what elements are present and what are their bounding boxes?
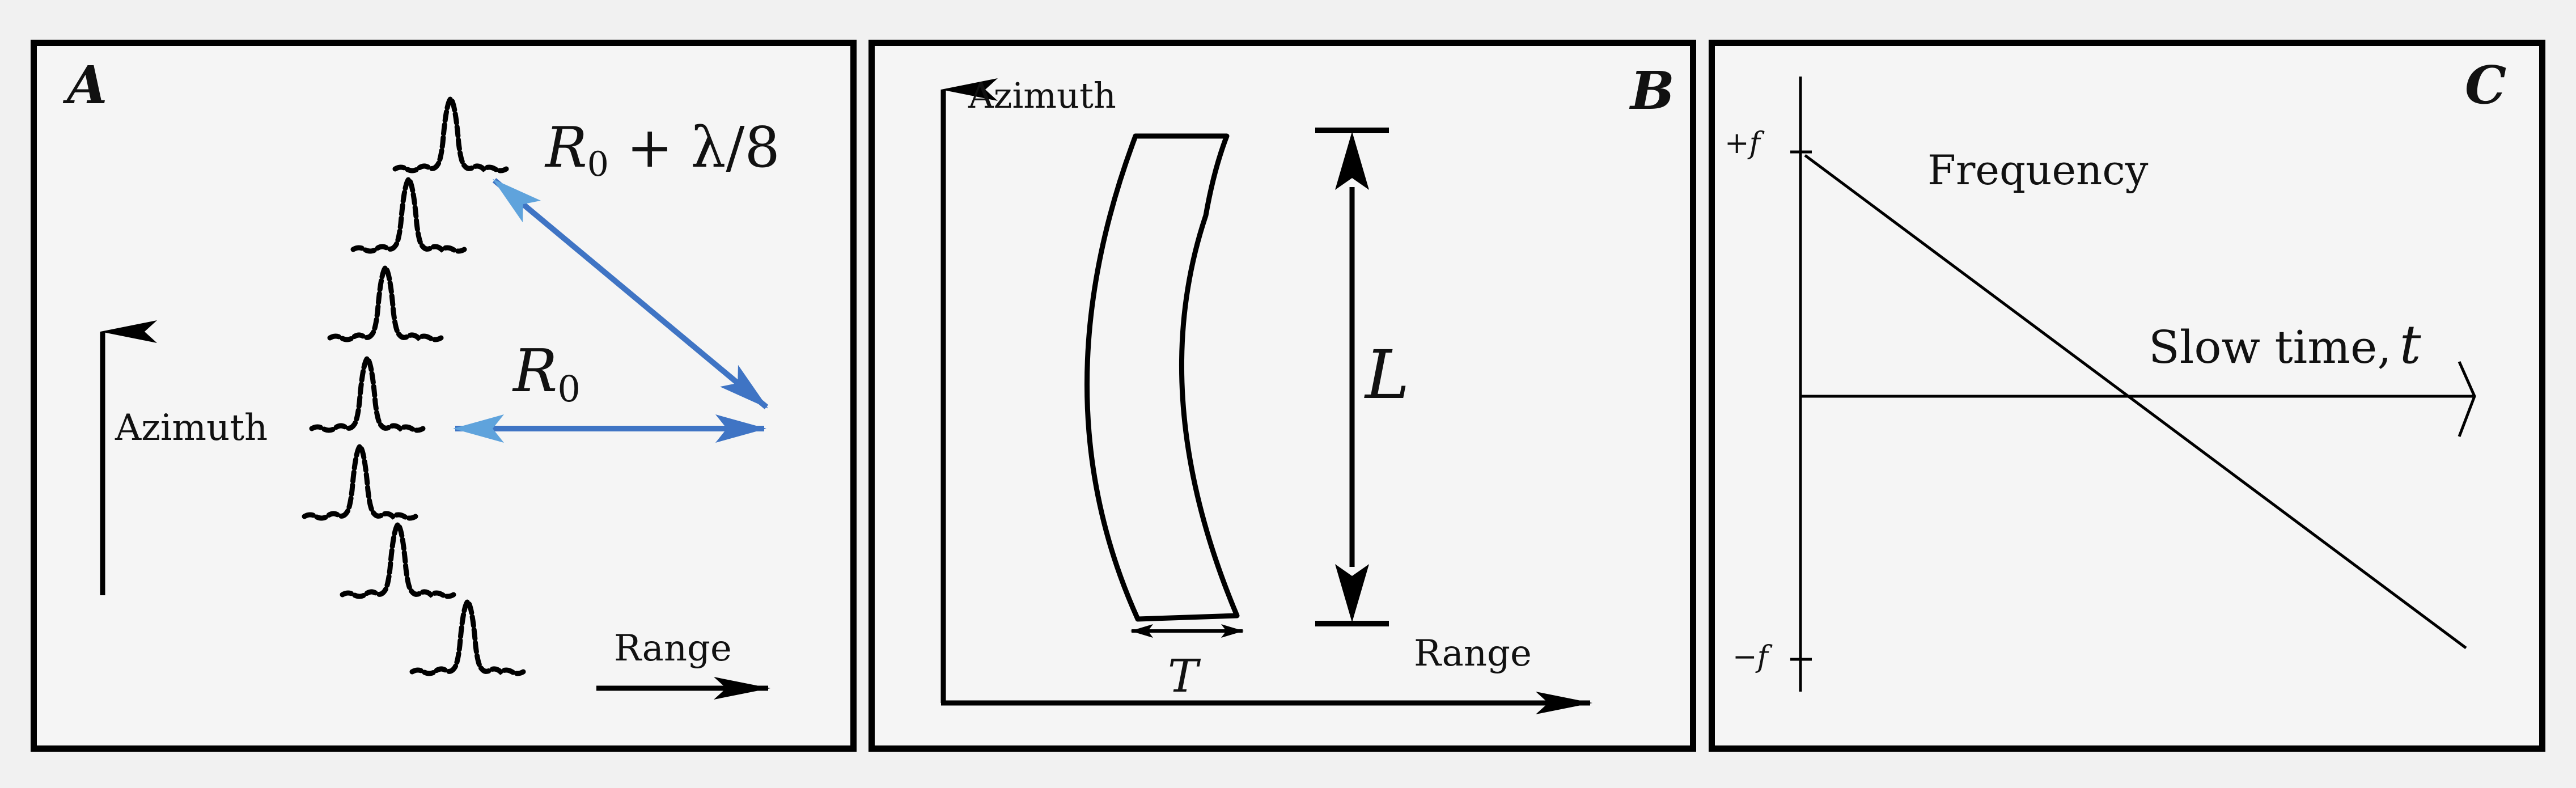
panel-c-letter: C <box>2465 54 2506 116</box>
r0-label: R0 <box>512 336 581 410</box>
pulse-6 <box>342 524 454 596</box>
l-arrow-bottom <box>1335 564 1369 622</box>
r0-lambda-arrow <box>492 178 769 409</box>
slow-time-label: Slow time,t <box>2149 314 2421 376</box>
plus-f-label: +f <box>1725 126 1765 160</box>
r0-lambda-label: R0 + λ/8 <box>544 116 780 184</box>
pulse-5 <box>304 446 416 518</box>
chirp-line <box>1804 154 2467 650</box>
azimuth-label-b: Azimuth <box>968 75 1116 116</box>
range-label-b: Range <box>1414 633 1532 675</box>
panel-b <box>868 40 1696 752</box>
pulse-2 <box>353 179 464 251</box>
pulse-1 <box>395 99 506 171</box>
pulse-stack <box>304 99 523 673</box>
range-migration-strip <box>1084 133 1240 622</box>
slow-time-arrowhead <box>2458 361 2476 437</box>
range-label-a: Range <box>614 628 732 670</box>
l-arrow-top <box>1335 132 1369 190</box>
panel-b-letter: B <box>1629 60 1675 121</box>
frequency-label: Frequency <box>1927 146 2149 194</box>
pulse-7 <box>412 601 523 673</box>
length-label: L <box>1364 336 1409 414</box>
panel-a-letter: A <box>62 54 107 116</box>
minus-f-label: −f <box>1732 640 1773 674</box>
pulse-4 <box>312 358 423 430</box>
pulse-3 <box>330 268 441 340</box>
azimuth-label-a: Azimuth <box>115 407 268 449</box>
width-label: T <box>1168 650 1201 702</box>
